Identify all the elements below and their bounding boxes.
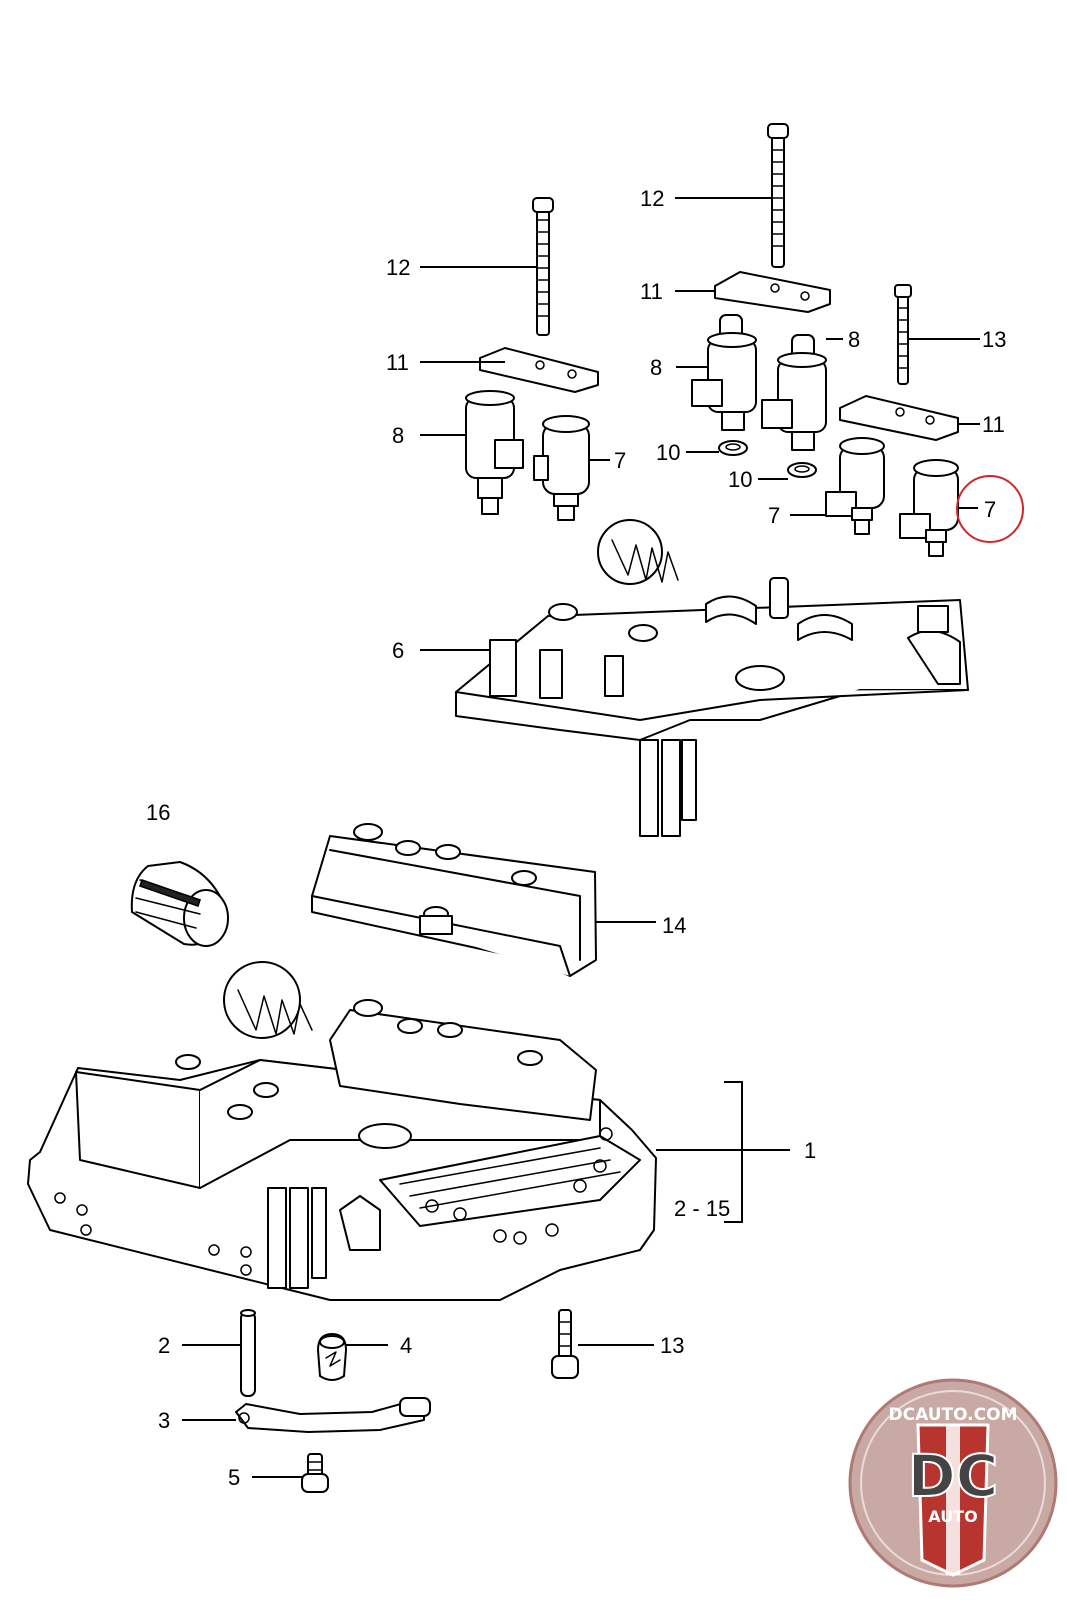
callout-13-top: 13 bbox=[982, 327, 1006, 352]
callout-11-right: 11 bbox=[982, 412, 1005, 437]
callout-8-right: 8 bbox=[848, 327, 860, 352]
callout-10-lower: 10 bbox=[728, 467, 752, 492]
logo-bottom-text: AUTO bbox=[928, 1507, 977, 1526]
bolt-13-bottom bbox=[551, 1309, 579, 1379]
solenoid-carrier-6 bbox=[455, 519, 969, 837]
plug-16 bbox=[130, 861, 229, 947]
retainer-plate-11-top bbox=[714, 271, 831, 313]
callout-10-upper: 10 bbox=[656, 440, 680, 465]
callout-labels: 12 12 11 11 11 13 13 8 8 8 7 7 7 10 10 6… bbox=[146, 186, 1006, 1490]
callout-14: 14 bbox=[662, 913, 686, 938]
bolt-12-left bbox=[532, 197, 554, 336]
callout-5: 5 bbox=[228, 1465, 240, 1490]
pin-2 bbox=[240, 1309, 256, 1397]
callout-11-left: 11 bbox=[386, 350, 409, 375]
retainer-plate-11-lower bbox=[839, 395, 959, 441]
plug-screw-4 bbox=[317, 1333, 347, 1381]
callout-7-left: 7 bbox=[614, 448, 626, 473]
dcauto-logo: DCAUTO.COM DC AUTO bbox=[848, 1378, 1058, 1588]
callout-6: 6 bbox=[392, 638, 404, 663]
callout-7-middle: 7 bbox=[768, 503, 780, 528]
callout-12-right: 12 bbox=[640, 186, 664, 211]
callout-13-bottom: 13 bbox=[660, 1333, 684, 1358]
leader-lines bbox=[182, 197, 980, 1478]
screw-5 bbox=[301, 1453, 329, 1493]
solenoid-valve-7-left bbox=[533, 415, 590, 521]
callout-11-top: 11 bbox=[640, 279, 663, 304]
callout-16: 16 bbox=[146, 800, 170, 825]
o-ring-10-a bbox=[718, 440, 748, 456]
solenoid-valve-8-upper-b bbox=[761, 334, 827, 451]
callout-8-left: 8 bbox=[392, 423, 404, 448]
lever-3 bbox=[235, 1397, 431, 1433]
callout-4: 4 bbox=[400, 1333, 412, 1358]
cover-14 bbox=[311, 823, 597, 977]
bolt-13-top bbox=[894, 284, 912, 385]
solenoid-valve-8-upper-a bbox=[691, 314, 757, 431]
logo-top-text: DCAUTO.COM bbox=[888, 1405, 1017, 1425]
valve-body-1 bbox=[27, 961, 657, 1301]
callout-7-highlighted: 7 bbox=[984, 497, 996, 522]
bolt-12-right bbox=[767, 123, 789, 268]
callout-2-15: 2 - 15 bbox=[674, 1196, 730, 1221]
solenoid-valve-7-right-a bbox=[825, 437, 885, 535]
callout-8-middle: 8 bbox=[650, 355, 662, 380]
solenoid-valve-8-left bbox=[465, 390, 524, 515]
retainer-plate-11-left bbox=[479, 347, 599, 393]
solenoid-valve-7-right-b bbox=[899, 459, 959, 557]
callout-2: 2 bbox=[158, 1333, 170, 1358]
logo-mark: DC bbox=[908, 1442, 999, 1510]
callout-12-left: 12 bbox=[386, 255, 410, 280]
callout-1: 1 bbox=[804, 1138, 816, 1163]
callout-3: 3 bbox=[158, 1408, 170, 1433]
o-ring-10-b bbox=[787, 462, 817, 478]
highlight-circle bbox=[956, 475, 1024, 543]
